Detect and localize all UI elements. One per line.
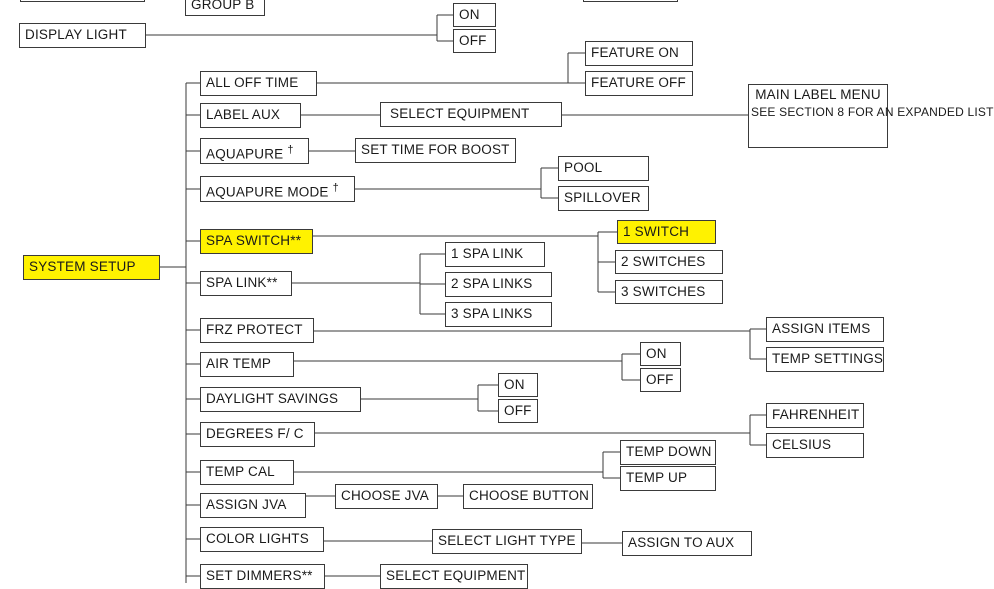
node-top-right-partial [583,0,678,2]
node-degrees-fc: DEGREES F/ C [200,422,315,447]
node-assign-jva: ASSIGN JVA [200,493,306,518]
node-temp-settings: TEMP SETTINGS [766,347,884,372]
node-temp-up: TEMP UP [620,466,716,491]
node-select-equipment-2: SELECT EQUIPMENT [380,564,528,589]
node-temp-cal: TEMP CAL [200,460,294,485]
node-feature-off: FEATURE OFF [585,71,693,96]
node-aquapure-mode: AQUAPURE MODE † [200,176,355,202]
node-temp-down: TEMP DOWN [620,440,716,465]
node-daylight-savings: DAYLIGHT SAVINGS [200,387,361,412]
node-spillover: SPILLOVER [558,186,649,211]
node-one-switch: 1 SWITCH [617,220,716,244]
node-aquapure: AQUAPURE † [200,138,309,164]
aquapure-label: AQUAPURE [206,146,284,162]
node-spa-switch: SPA SWITCH** [200,229,313,254]
node-system-setup: SYSTEM SETUP [23,255,160,280]
node-air-temp-off: OFF [640,368,681,392]
node-main-label-menu: MAIN LABEL MENU SEE SECTION 8 FOR AN EXP… [748,84,994,148]
node-assign-items: ASSIGN ITEMS [766,317,884,342]
node-all-off-time: ALL OFF TIME [200,71,317,96]
node-air-temp-on: ON [640,342,681,366]
connector-lines [146,14,766,583]
node-top-left-partial [20,0,145,2]
node-assign-to-aux: ASSIGN TO AUX [622,531,752,556]
node-display-light-off: OFF [453,29,496,53]
node-label-aux: LABEL AUX [200,103,301,128]
node-select-light-type: SELECT LIGHT TYPE [432,529,582,554]
menu-tree-diagram [146,14,766,583]
node-three-spa-links: 3 SPA LINKS [445,302,552,327]
node-one-spa-link: 1 SPA LINK [445,242,545,267]
node-pool: POOL [558,156,649,181]
node-daylight-on: ON [498,373,538,397]
main-label-menu-title: MAIN LABEL MENU [755,87,881,102]
node-spa-link: SPA LINK** [200,271,292,296]
dagger-mark: † [332,182,339,194]
aquapure-mode-label: AQUAPURE MODE [206,184,329,200]
node-celsius: CELSIUS [766,433,864,458]
node-fahrenheit: FAHRENHEIT [766,403,864,428]
node-choose-button: CHOOSE BUTTON [463,484,593,509]
node-set-dimmers: SET DIMMERS** [200,564,325,589]
node-choose-jva: CHOOSE JVA [335,484,438,509]
node-select-equipment: SELECT EQUIPMENT [380,102,562,127]
node-display-light-on: ON [453,3,496,27]
main-label-menu-note: SEE SECTION 8 FOR AN EXPANDED LIST [751,105,994,119]
node-color-lights: COLOR LIGHTS [200,527,324,552]
dagger-mark: † [287,144,294,156]
node-feature-on: FEATURE ON [585,41,693,66]
node-frz-protect: FRZ PROTECT [200,318,314,343]
node-set-time-for-boost: SET TIME FOR BOOST [355,138,516,163]
node-display-light: DISPLAY LIGHT [19,23,146,48]
node-group-b: GROUP B [185,0,265,16]
node-air-temp: AIR TEMP [200,352,294,377]
node-two-switches: 2 SWITCHES [615,250,723,274]
node-three-switches: 3 SWITCHES [615,280,723,304]
node-two-spa-links: 2 SPA LINKS [445,272,552,297]
node-daylight-off: OFF [498,399,538,423]
